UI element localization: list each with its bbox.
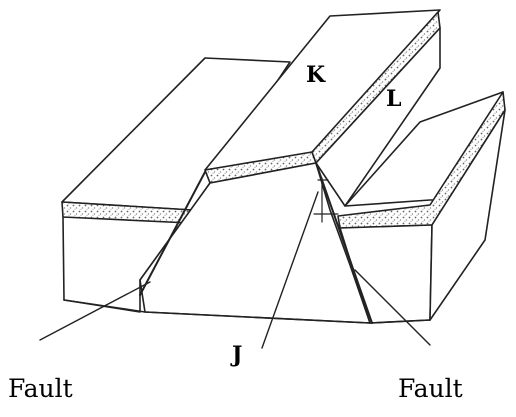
horst-side-face — [315, 27, 441, 207]
label-k: K — [306, 62, 326, 88]
right-fault-plane — [315, 162, 373, 324]
right-block-side — [429, 109, 506, 321]
right-fault-pointer — [354, 269, 431, 346]
label-fault-left: Fault — [8, 374, 73, 403]
j-pointer — [261, 191, 319, 349]
label-fault-right: Fault — [398, 374, 463, 403]
left-fault-plane — [139, 171, 206, 296]
left-fault-pointer — [39, 281, 151, 341]
label-j: J — [232, 342, 243, 368]
label-l: L — [386, 86, 402, 112]
